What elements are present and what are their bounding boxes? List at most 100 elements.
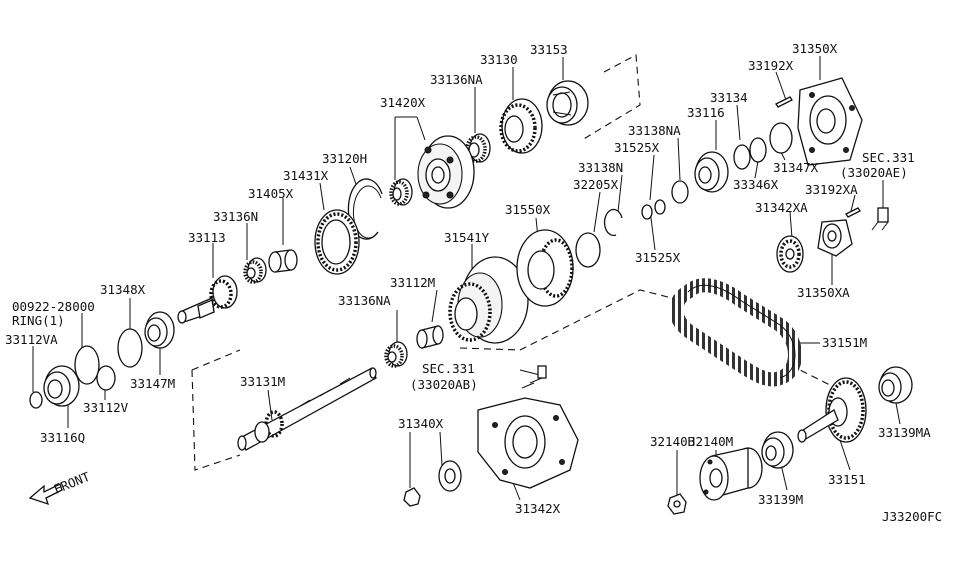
label-31348x: 31348X bbox=[100, 282, 146, 297]
bearing-33139m-shape bbox=[761, 431, 794, 469]
label-32140h: 32140H bbox=[650, 434, 695, 449]
label-33139m: 33139M bbox=[758, 492, 803, 507]
snap-ring-33112v-shape bbox=[96, 365, 116, 391]
bearing-33116-shape bbox=[694, 151, 729, 193]
label-33113: 33113 bbox=[188, 230, 226, 245]
bearing-near-carrier-shape bbox=[389, 178, 413, 206]
ring-31347x-shape bbox=[769, 122, 793, 154]
bushing-31405x-shape bbox=[268, 249, 298, 273]
input-shaft-33113-shape bbox=[177, 275, 238, 324]
bushing-33112m-shape bbox=[416, 325, 444, 349]
label-31340x: 31340X bbox=[398, 416, 444, 431]
label-33112v: 33112V bbox=[83, 400, 129, 415]
needle-bearing-33136na-mid-shape bbox=[384, 341, 408, 368]
bolt-33020ab-shape bbox=[521, 365, 547, 389]
label-33192x: 33192X bbox=[748, 58, 794, 73]
label-00922-28000: 00922-28000 bbox=[12, 299, 95, 314]
clutch-drum-31541y-shape bbox=[448, 256, 529, 344]
main-shaft-33131m-shape bbox=[237, 367, 377, 451]
ring-31525x-b-shape bbox=[654, 199, 666, 215]
label-33120h: 33120H bbox=[322, 151, 367, 166]
label-31350x: 31350X bbox=[792, 41, 838, 56]
label-31525x-bot: 31525X bbox=[635, 250, 681, 265]
pin-33192xa-shape bbox=[845, 207, 861, 218]
ring-33346x-shape bbox=[749, 137, 767, 163]
ring-33134-shape bbox=[733, 144, 751, 170]
label-33138n: 33138N bbox=[578, 160, 623, 175]
label-31342xa: 31342XA bbox=[755, 200, 808, 215]
drive-chain-33151m-shape bbox=[669, 278, 802, 387]
label-33147m: 33147M bbox=[130, 376, 175, 391]
label-33136na-mid: 33136NA bbox=[338, 293, 391, 308]
snap-ring-33112va-shape bbox=[29, 391, 43, 409]
label-33192xa: 33192XA bbox=[805, 182, 858, 197]
dashed-assembly-lines bbox=[191, 54, 831, 471]
label-32205x: 32205X bbox=[573, 177, 619, 192]
label-sec331-mid: SEC.331 bbox=[422, 361, 475, 376]
bearing-33147m-shape bbox=[144, 311, 175, 349]
label-33131m: 33131M bbox=[240, 374, 285, 389]
label-31405x: 31405X bbox=[248, 186, 294, 201]
ring-31525x-a-shape bbox=[641, 204, 653, 220]
label-31525x-top: 31525X bbox=[614, 140, 660, 155]
bolt-33020ae-shape bbox=[871, 207, 889, 231]
label-31350xa: 31350XA bbox=[797, 285, 850, 300]
snap-ring-33138n-shape bbox=[603, 208, 623, 237]
bearing-33153-shape bbox=[546, 80, 589, 126]
needle-bearing-33136n-shape bbox=[243, 257, 267, 284]
label-31550x: 31550X bbox=[505, 202, 551, 217]
part-shapes bbox=[28, 77, 913, 515]
label-31420x: 31420X bbox=[380, 95, 426, 110]
oil-pump-31350x-shape bbox=[797, 77, 863, 166]
label-31541y: 31541Y bbox=[444, 230, 490, 245]
output-sprocket-33151-shape bbox=[797, 377, 867, 443]
front-label: FRONT bbox=[52, 469, 93, 497]
label-33151: 33151 bbox=[828, 472, 866, 487]
pump-cover-31350xa-shape bbox=[817, 219, 853, 257]
leader-lines bbox=[32, 56, 901, 501]
label-31347x: 31347X bbox=[773, 160, 819, 175]
pump-housing-31342x-shape bbox=[477, 397, 579, 489]
label-33116q: 33116Q bbox=[40, 430, 85, 445]
label-33112m: 33112M bbox=[390, 275, 435, 290]
rotor-31342xa-shape bbox=[776, 235, 804, 273]
bearing-33116q-shape bbox=[43, 365, 80, 407]
label-33151m: 33151M bbox=[822, 335, 867, 350]
label-33136na-top: 33136NA bbox=[430, 72, 483, 87]
label-33139ma: 33139MA bbox=[878, 425, 931, 440]
gear-33130-shape bbox=[499, 98, 543, 154]
pump-rotors-31340x-shape bbox=[403, 460, 462, 507]
bearing-33139ma-shape bbox=[878, 366, 913, 404]
part-labels: 33153 33130 33136NA 31420X 33120H 31431X… bbox=[5, 41, 942, 524]
planet-carrier-31420x-shape bbox=[417, 135, 475, 209]
ring-31348x-shape bbox=[117, 328, 143, 368]
ring-gear-31431x-shape bbox=[314, 209, 360, 275]
label-33134: 33134 bbox=[710, 90, 748, 105]
label-31431x: 31431X bbox=[283, 168, 329, 183]
label-sec331-mid-ref: (33020AB) bbox=[410, 377, 478, 392]
label-33130: 33130 bbox=[480, 52, 518, 67]
label-ring-1: RING(1) bbox=[12, 313, 65, 328]
label-33112va: 33112VA bbox=[5, 332, 58, 347]
label-33136n: 33136N bbox=[213, 209, 258, 224]
label-32140m: 32140M bbox=[688, 434, 733, 449]
ring-33138na-shape bbox=[671, 180, 689, 204]
label-33138na: 33138NA bbox=[628, 123, 681, 138]
pin-33192x-shape bbox=[775, 96, 793, 108]
snap-ring-33120h-shape bbox=[347, 178, 383, 240]
nut-32140h-shape bbox=[667, 493, 687, 515]
label-33116: 33116 bbox=[687, 105, 725, 120]
needle-bearing-33136na-top-shape bbox=[465, 133, 491, 163]
ring-32205x-shape bbox=[575, 232, 601, 268]
label-31342x: 31342X bbox=[515, 501, 561, 516]
sprocket-31550x-shape bbox=[516, 229, 574, 307]
flange-32140m-shape bbox=[699, 447, 763, 501]
front-arrow-icon bbox=[28, 483, 63, 506]
label-33153: 33153 bbox=[530, 42, 568, 57]
drawing-code: J33200FC bbox=[882, 509, 942, 524]
label-sec331-top-ref: (33020AE) bbox=[840, 165, 908, 180]
label-33346x: 33346X bbox=[733, 177, 779, 192]
label-sec331-top: SEC.331 bbox=[862, 150, 915, 165]
ring-00922-shape bbox=[74, 345, 100, 385]
